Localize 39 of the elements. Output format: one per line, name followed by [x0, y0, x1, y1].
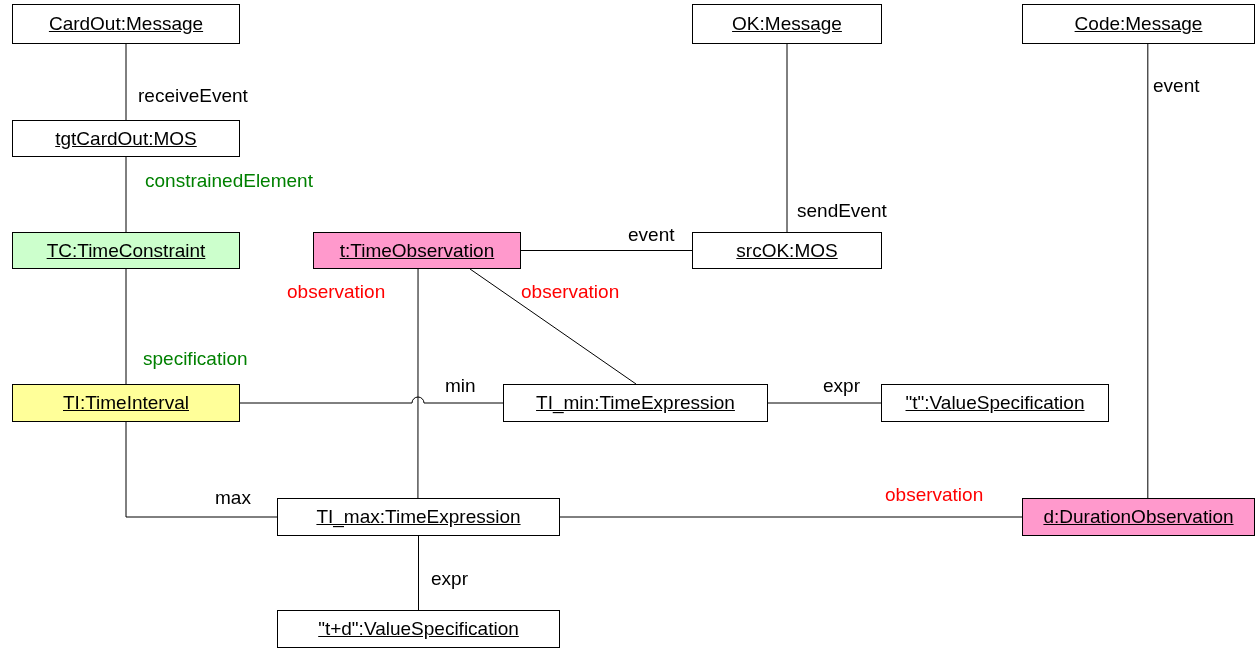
association-line — [469, 268, 637, 385]
object-box — [277, 610, 560, 648]
object-name: TI:TimeInterval — [63, 392, 189, 414]
association-line — [559, 516, 1023, 518]
object-box — [313, 232, 521, 269]
object-box — [12, 4, 240, 44]
object-box — [503, 384, 768, 422]
object-name: d:DurationObservation — [1043, 506, 1234, 528]
object-name: "t+d":ValueSpecification — [318, 618, 519, 640]
object-name: TI_min:TimeExpression — [536, 392, 735, 414]
object-box — [692, 232, 882, 269]
association-line — [1147, 43, 1149, 499]
object-box — [12, 232, 240, 269]
object-box — [881, 384, 1109, 422]
object-name: TC:TimeConstraint — [46, 239, 206, 262]
object-box — [1022, 4, 1255, 44]
association-line — [786, 43, 788, 233]
object-box — [12, 384, 240, 422]
object-box — [12, 120, 240, 157]
object-name: OK:Message — [732, 13, 842, 35]
object-box — [1022, 498, 1255, 536]
object-name: srcOK:MOS — [736, 239, 838, 262]
association-line — [239, 396, 504, 404]
object-name: tgtCardOut:MOS — [55, 127, 197, 150]
association-line — [418, 535, 419, 611]
object-name: "t":ValueSpecification — [905, 392, 1085, 414]
object-name: t:TimeObservation — [339, 239, 495, 262]
association-line — [125, 156, 127, 233]
association-line — [125, 421, 278, 518]
object-box — [692, 4, 882, 44]
object-box — [277, 498, 560, 536]
association-line — [520, 250, 693, 251]
association-line — [417, 268, 419, 499]
object-name: Code:Message — [1074, 13, 1203, 35]
association-line — [125, 43, 127, 121]
object-name: TI_max:TimeExpression — [316, 506, 521, 528]
object-name: CardOut:Message — [48, 13, 204, 35]
association-line — [767, 402, 882, 404]
association-line — [125, 268, 127, 385]
